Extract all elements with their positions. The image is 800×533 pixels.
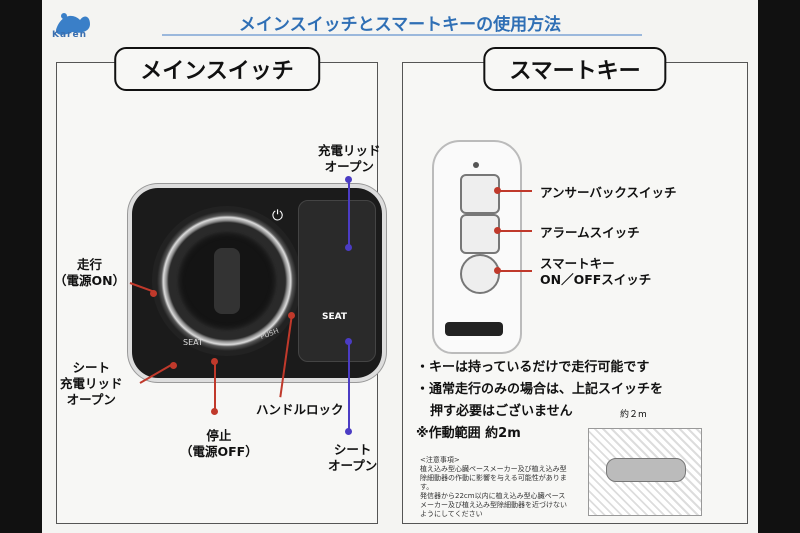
- label-charge-lid-open: 充電リッド オープン: [318, 143, 381, 174]
- seat-button-label: SEAT: [322, 312, 348, 322]
- logo-text: Karen: [52, 30, 87, 40]
- dial-knob: [214, 248, 240, 314]
- dot-run: [150, 290, 157, 297]
- dot-seat-open-bottom: [345, 428, 352, 435]
- power-icon: ⏻: [272, 208, 284, 224]
- main-switch-heading: メインスイッチ: [114, 47, 320, 91]
- dot-answer-back: [494, 187, 501, 194]
- dot-stop-bottom: [211, 408, 218, 415]
- range-label: 約２m: [620, 410, 647, 420]
- smartkey-onoff-button: [460, 254, 500, 294]
- label-answer-back: アンサーバックスイッチ: [540, 185, 677, 200]
- leader-answer-back: [496, 190, 532, 192]
- dot-handle-lock: [288, 312, 295, 319]
- fob-slot: [445, 322, 503, 336]
- answer-back-button: [460, 174, 500, 214]
- leader-seat-open: [348, 340, 350, 432]
- scooter-icon: [606, 458, 686, 482]
- dot-charge-lid-top: [345, 176, 352, 183]
- logo-icon: [56, 13, 90, 35]
- leader-charge-lid: [348, 178, 350, 248]
- label-stop-power-off: 停止 （電源OFF）: [180, 428, 258, 459]
- label-run-power-on: 走行 （電源ON）: [54, 257, 126, 288]
- seat-mark: SEAT: [183, 338, 203, 347]
- leader-stop: [214, 360, 216, 412]
- leader-alarm: [496, 230, 532, 232]
- fob-led: [473, 162, 479, 168]
- dot-alarm: [494, 227, 501, 234]
- note-line-1: ・キーは持っているだけで走行可能です: [416, 360, 650, 375]
- label-alarm: アラームスイッチ: [540, 225, 640, 240]
- dot-stop-top: [211, 358, 218, 365]
- charge-lid-button: [298, 200, 376, 362]
- page-title: メインスイッチとスマートキーの使用方法: [238, 15, 562, 35]
- label-seat-open: シート オープン: [328, 442, 378, 473]
- label-smartkey-onoff: スマートキー ON／OFFスイッチ: [540, 256, 652, 287]
- dot-smartkey-onoff: [494, 267, 501, 274]
- alarm-button: [460, 214, 500, 254]
- dot-seat-open-top: [345, 338, 352, 345]
- caution-small-print: <注意事項> 植え込み型心臓ペースメーカー及び植え込み型 除細動器の作動に影響を…: [420, 456, 567, 518]
- leader-smartkey-onoff: [496, 270, 532, 272]
- title-underline: [162, 34, 642, 36]
- label-seat-charge-lid-open: シート 充電リッド オープン: [60, 360, 123, 407]
- note-range: ※作動範囲 約2m: [416, 426, 521, 441]
- label-handle-lock: ハンドルロック: [256, 402, 344, 417]
- dot-seat-charge: [170, 362, 177, 369]
- dot-charge-lid-bottom: [345, 244, 352, 251]
- note-line-2: ・通常走行のみの場合は、上記スイッチを: [416, 382, 664, 397]
- smart-key-heading: スマートキー: [483, 47, 667, 91]
- note-line-3: 押す必要はございません: [430, 404, 573, 419]
